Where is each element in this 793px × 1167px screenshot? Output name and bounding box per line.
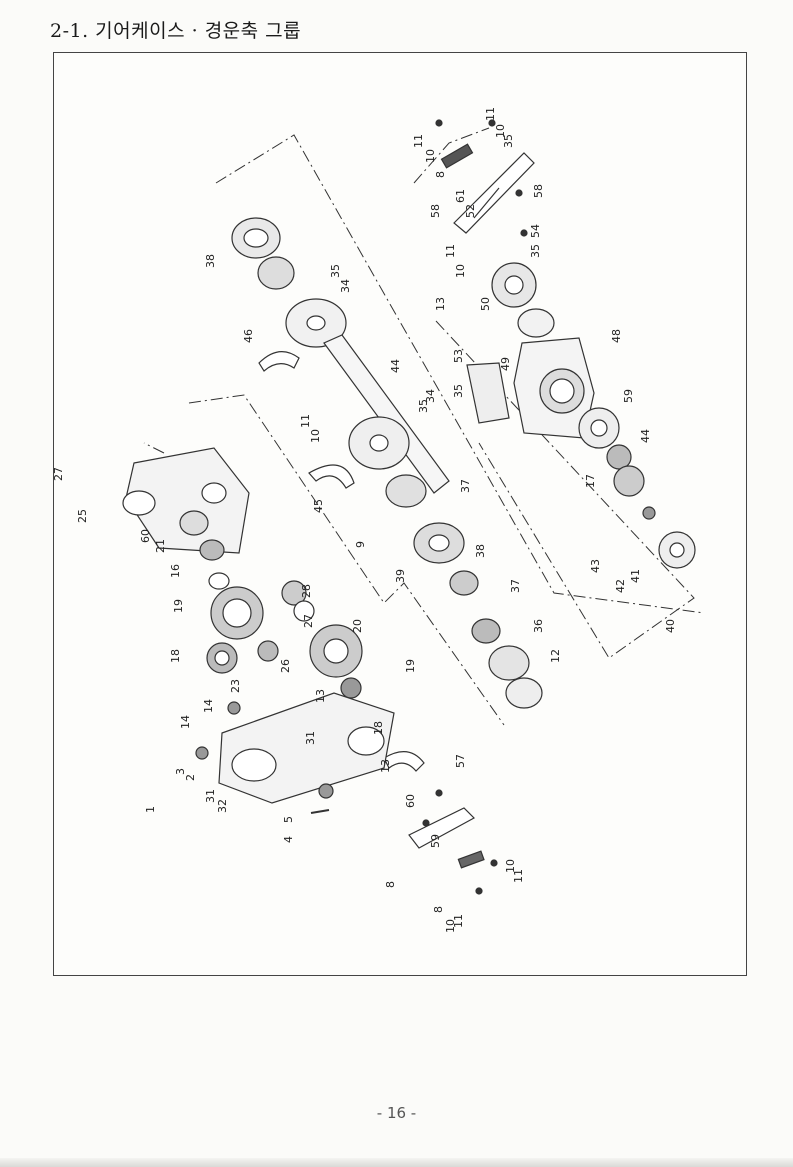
part-label: 8: [432, 906, 445, 913]
part-label: 19: [172, 599, 185, 613]
part-label: 10: [494, 124, 507, 138]
part-label: 38: [204, 254, 217, 268]
part-label: 35: [417, 399, 430, 413]
part-label: 9: [354, 541, 367, 548]
upper-bracket-assembly: [435, 119, 535, 237]
part-label: 44: [389, 359, 402, 373]
part-label: 45: [312, 499, 325, 513]
part-label: 10: [504, 859, 517, 873]
part-label: 11: [484, 107, 497, 121]
part-label: 35: [329, 264, 342, 278]
part-label: 46: [242, 329, 255, 343]
part-label: 14: [179, 715, 192, 729]
part-label: 13: [379, 759, 392, 773]
part-label: 38: [474, 544, 487, 558]
part-label: 31: [304, 731, 317, 745]
assembly-guide-lines: [143, 127, 705, 726]
part-label: 10: [454, 264, 467, 278]
page-number: - 16 -: [376, 1104, 417, 1122]
part-label: 10: [444, 919, 457, 933]
part-label: 14: [202, 699, 215, 713]
part-label: 19: [404, 659, 417, 673]
part-label: 34: [424, 389, 437, 403]
part-number-labels: 27 25 60 21 16 19 18 23 14 26 28 27 20 1…: [54, 107, 677, 933]
part-label: 20: [351, 619, 364, 633]
exploded-parts-diagram: 27 25 60 21 16 19 18 23 14 26 28 27 20 1…: [53, 52, 747, 976]
gear-case-group: [122, 447, 395, 814]
part-label: 59: [429, 834, 442, 848]
part-label: 13: [434, 297, 447, 311]
part-label: 35: [529, 244, 542, 258]
part-label: 2: [184, 774, 197, 781]
part-label: 44: [639, 429, 652, 443]
part-label: 4: [282, 836, 295, 843]
part-label: 8: [384, 881, 397, 888]
part-label: 25: [76, 509, 89, 523]
part-label: 57: [454, 754, 467, 768]
part-label: 11: [452, 914, 465, 928]
part-label: 50: [479, 297, 492, 311]
part-label: 11: [412, 134, 425, 148]
part-label: 54: [529, 224, 542, 238]
part-label: 49: [499, 357, 512, 371]
part-label: 12: [549, 649, 562, 663]
part-label: 52: [464, 204, 477, 218]
part-label: 11: [512, 869, 525, 883]
part-label: 36: [532, 619, 545, 633]
part-label: 42: [614, 579, 627, 593]
part-label: 58: [532, 184, 545, 198]
part-label: 27: [54, 467, 65, 481]
part-label: 43: [589, 559, 602, 573]
scan-edge: [0, 1158, 793, 1167]
part-label: 40: [664, 619, 677, 633]
page-title: 2-1. 기어케이스 · 경운축 그룹: [50, 20, 302, 42]
part-label: 60: [139, 529, 152, 543]
rotor-shaft-assembly: [231, 217, 543, 709]
part-label: 10: [424, 149, 437, 163]
part-label: 5: [282, 816, 295, 823]
part-label: 11: [444, 244, 457, 258]
part-label: 48: [610, 329, 623, 343]
part-label: 10: [309, 429, 322, 443]
part-label: 16: [169, 564, 182, 578]
part-label: 39: [394, 569, 407, 583]
part-label: 1: [144, 806, 157, 813]
part-label: 11: [299, 414, 312, 428]
part-label: 61: [454, 189, 467, 203]
part-label: 60: [404, 794, 417, 808]
part-label: 13: [314, 689, 327, 703]
part-label: 59: [622, 389, 635, 403]
part-label: 58: [429, 204, 442, 218]
part-label: 8: [434, 171, 447, 178]
part-label: 28: [300, 584, 313, 598]
part-label: 31: [204, 789, 217, 803]
tine-blades: [258, 351, 425, 772]
bearing-housing-group: [466, 262, 696, 569]
part-label: 18: [169, 649, 182, 663]
part-label: 53: [452, 349, 465, 363]
part-label: 34: [339, 279, 352, 293]
part-label: 41: [629, 569, 642, 583]
part-label: 35: [452, 384, 465, 398]
part-label: 17: [584, 474, 597, 488]
part-label: 35: [502, 134, 515, 148]
part-label: 27: [302, 614, 315, 628]
diagram-drawing: 27 25 60 21 16 19 18 23 14 26 28 27 20 1…: [54, 107, 705, 933]
part-label: 37: [459, 479, 472, 493]
part-label: 32: [216, 799, 229, 813]
part-label: 21: [154, 539, 167, 553]
part-label: 18: [372, 721, 385, 735]
part-label: 3: [174, 768, 187, 775]
part-label: 23: [229, 679, 242, 693]
part-label: 26: [279, 659, 292, 673]
part-label: 37: [509, 579, 522, 593]
lower-bracket-assembly: [408, 789, 498, 895]
